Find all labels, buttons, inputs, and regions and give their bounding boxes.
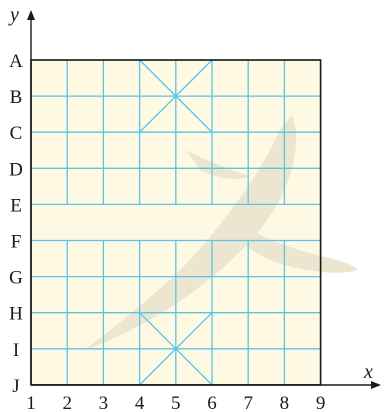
x-tick-label: 9 bbox=[316, 393, 326, 412]
x-tick-label: 1 bbox=[26, 393, 36, 412]
y-tick-label: G bbox=[9, 268, 23, 289]
x-axis-title: x bbox=[363, 361, 373, 383]
y-tick-label: B bbox=[10, 87, 23, 108]
x-tick-label: 6 bbox=[207, 393, 217, 412]
x-tick-label: 2 bbox=[62, 393, 72, 412]
y-axis-title: y bbox=[8, 4, 19, 26]
y-tick-label: C bbox=[10, 123, 23, 144]
y-tick-label: A bbox=[9, 51, 23, 72]
y-tick-label: D bbox=[9, 159, 23, 180]
y-tick-label: H bbox=[9, 304, 23, 325]
x-tick-label: 3 bbox=[99, 393, 109, 412]
x-tick-labels: 1 2 3 4 5 6 7 8 9 bbox=[26, 393, 325, 412]
y-tick-label: J bbox=[12, 376, 19, 397]
y-axis-arrow-icon bbox=[27, 10, 35, 20]
x-tick-label: 4 bbox=[135, 393, 145, 412]
y-tick-label: I bbox=[13, 340, 19, 361]
y-tick-label: F bbox=[11, 232, 22, 253]
y-tick-label: E bbox=[10, 195, 22, 216]
x-tick-label: 8 bbox=[280, 393, 290, 412]
x-tick-label: 7 bbox=[243, 393, 253, 412]
x-tick-label: 5 bbox=[171, 393, 181, 412]
